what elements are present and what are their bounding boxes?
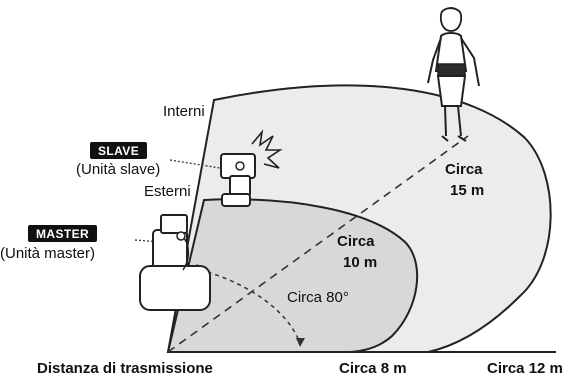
distance-axis-label: Distanza di trasmissione: [37, 360, 213, 377]
slave-flash-icon: [220, 129, 283, 207]
angle-label: Circa 80°: [287, 289, 349, 306]
master-camera-icon: [139, 214, 211, 311]
tick-8m-label: Circa 8 m: [339, 360, 407, 377]
near-range-label-line2: 10 m: [343, 254, 378, 271]
near-range-label-line1: Circa: [337, 233, 375, 250]
person-icon: [427, 7, 480, 142]
slave-badge: SLAVE: [90, 142, 148, 159]
slave-caption: (Unità slave): [76, 161, 161, 178]
interni-label: Interni: [163, 103, 205, 120]
center-dashed-line: [167, 135, 469, 353]
angle-arrowhead-bottom: [296, 338, 305, 347]
esterni-label: Esterni: [144, 183, 191, 200]
far-range-label-line1: Circa: [445, 161, 483, 178]
far-range-label-line2: 15 m: [450, 182, 485, 199]
master-badge: MASTER: [28, 225, 98, 242]
slave-leader-line: [169, 159, 221, 169]
tick-12m-label: Circa 12 m: [487, 360, 563, 377]
inner-range-zone: [166, 198, 418, 353]
master-caption: (Unità master): [0, 245, 96, 262]
